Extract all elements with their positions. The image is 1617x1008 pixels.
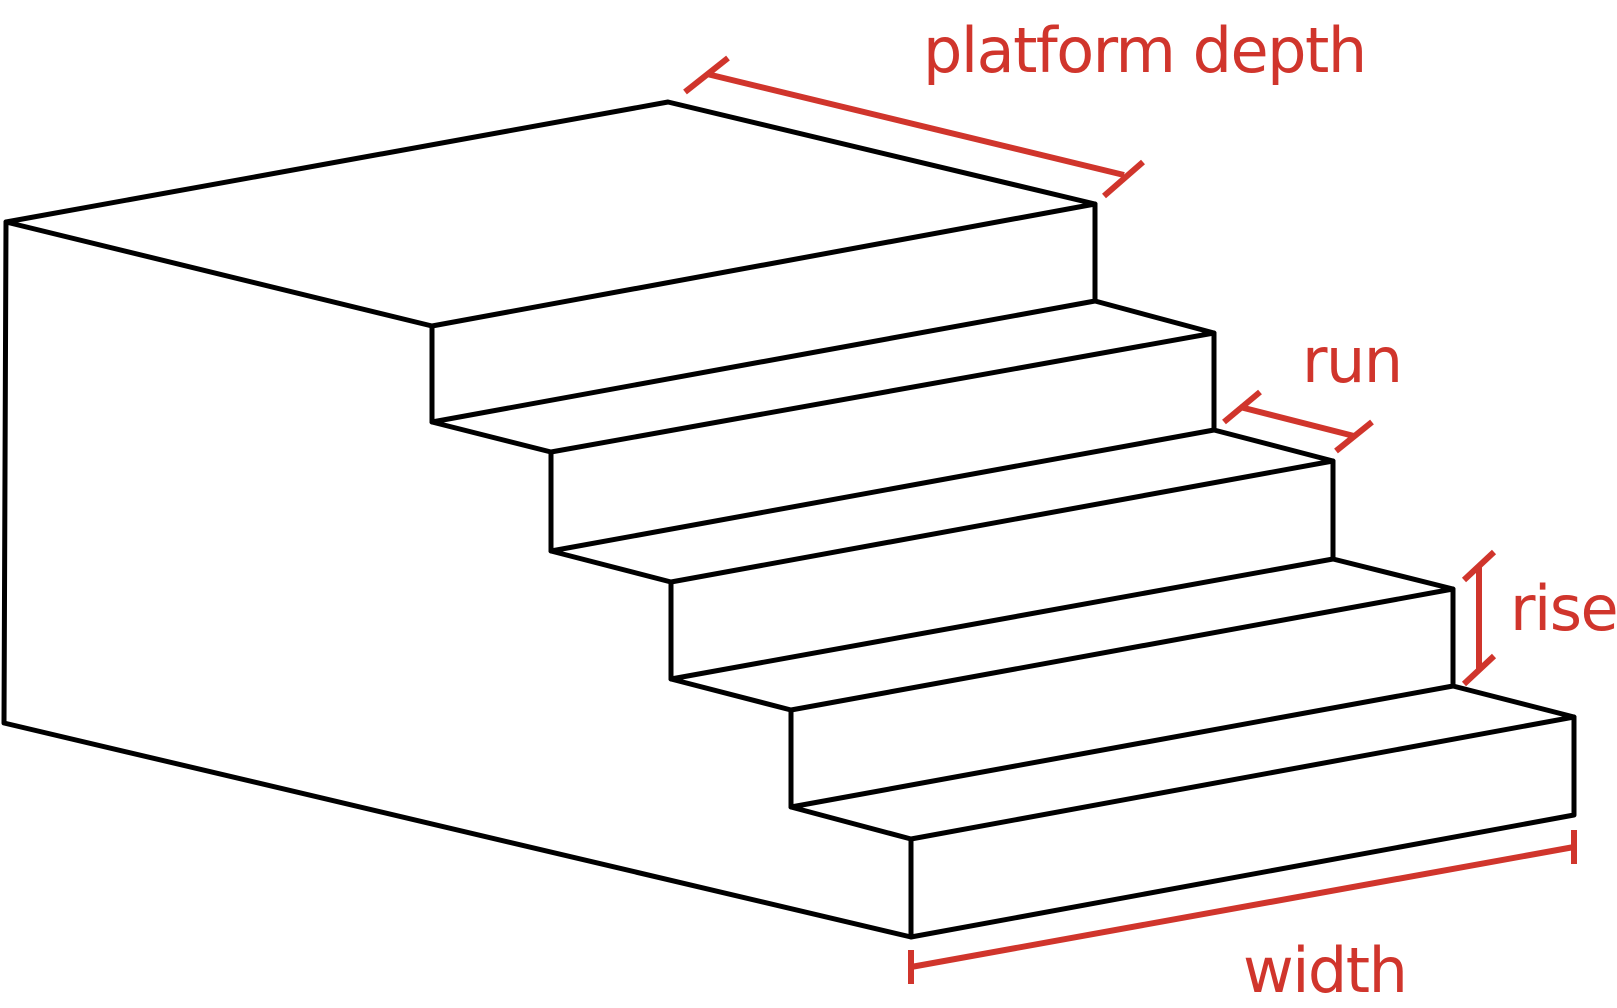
rise-dimension — [1461, 549, 1497, 687]
platform-top — [3, 99, 1098, 329]
step-5-riser — [908, 714, 1577, 940]
step-2-tread — [548, 427, 1336, 585]
step-4-riser — [788, 586, 1456, 810]
width-label: width — [1243, 934, 1406, 1007]
run-dimension — [1222, 389, 1374, 454]
run-label: run — [1302, 324, 1402, 397]
step-3-riser — [668, 458, 1336, 682]
dimension-markers — [683, 55, 1577, 984]
step-3-tread — [668, 556, 1456, 713]
step-1-tread — [429, 298, 1217, 455]
side-face-outline — [1, 219, 914, 940]
step-4-tread — [788, 683, 1577, 842]
step-2-riser — [548, 330, 1217, 554]
step-1-riser — [429, 201, 1098, 425]
rise-label: rise — [1510, 572, 1617, 645]
width-dimension — [908, 830, 1577, 984]
platform-depth-label: platform depth — [923, 14, 1366, 87]
staircase-drawing — [1, 99, 1577, 940]
platform-depth-dimension — [683, 55, 1145, 199]
